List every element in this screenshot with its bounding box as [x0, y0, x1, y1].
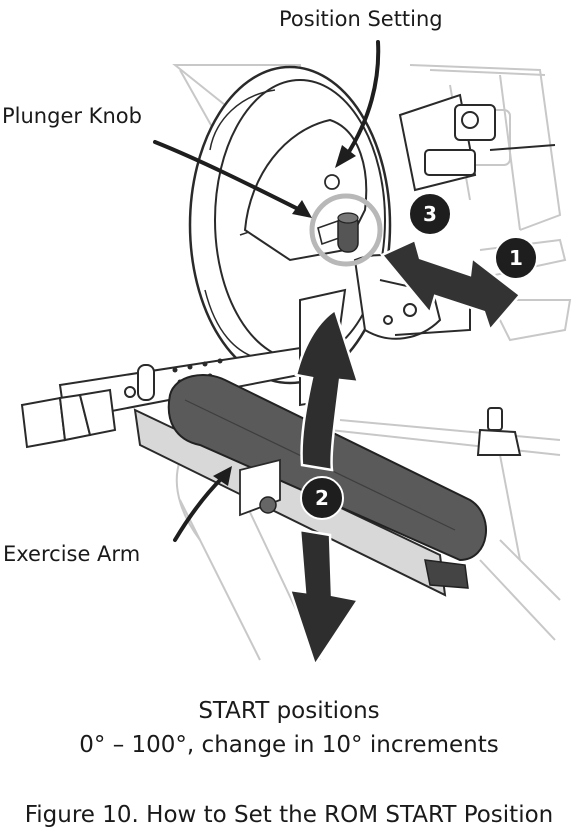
exercise-arm-label: Exercise Arm — [3, 542, 141, 566]
step-badge-2: 2 — [300, 476, 344, 520]
plunger-highlight-ring — [309, 193, 383, 267]
plunger-knob — [317, 212, 359, 253]
rotate-arm-arrow — [288, 308, 361, 668]
step-number-1: 1 — [509, 246, 523, 270]
post — [476, 407, 522, 456]
position-setting-label: Position Setting — [279, 7, 443, 31]
exercise-machine-illustration: 1 2 3 — [20, 40, 572, 668]
step-badge-1: 1 — [494, 236, 538, 280]
plunger-knob-label: Plunger Knob — [2, 104, 142, 128]
rotation-disc — [188, 65, 392, 385]
figure-caption: Figure 10. How to Set the ROM START Posi… — [24, 802, 554, 828]
label-leader-lines — [153, 40, 381, 542]
step-number-2: 2 — [315, 486, 329, 510]
start-positions-caption: START positions — [198, 698, 380, 724]
range-caption: 0° – 100°, change in 10° increments — [79, 732, 499, 758]
label-leader-heads — [213, 145, 356, 486]
push-pull-arrow — [379, 238, 522, 333]
step-number-3: 3 — [423, 202, 437, 226]
step-badge-3: 3 — [408, 192, 452, 236]
